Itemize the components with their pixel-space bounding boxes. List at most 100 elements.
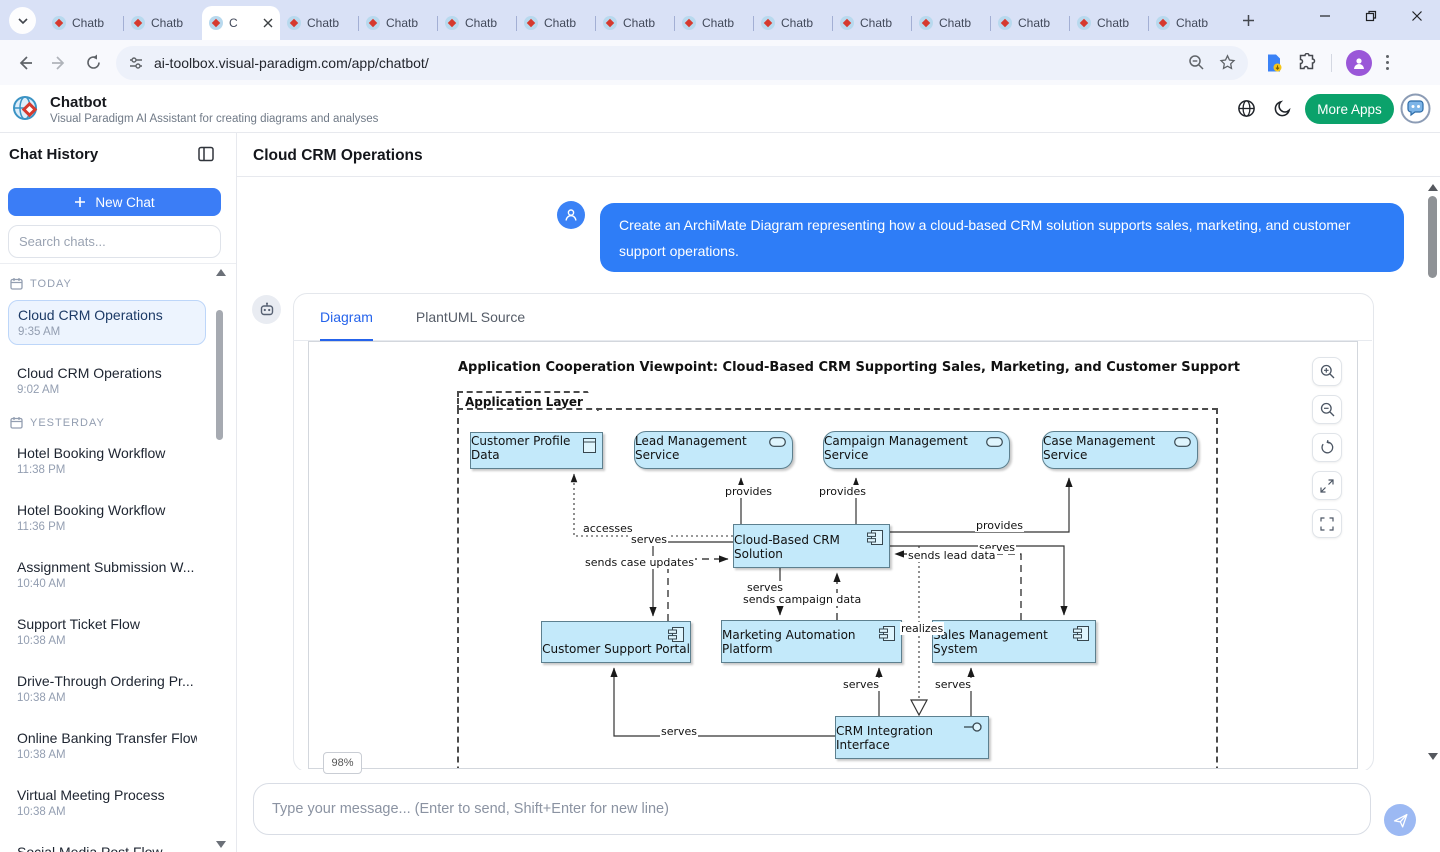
browser-tab[interactable]: Chatb bbox=[280, 6, 358, 40]
site-info-icon[interactable] bbox=[128, 55, 144, 71]
visual-paradigm-favicon bbox=[524, 16, 538, 30]
dark-mode-moon-icon[interactable] bbox=[1274, 99, 1292, 117]
edge-label: sends lead data bbox=[907, 549, 997, 562]
fullscreen-button[interactable] bbox=[1312, 509, 1342, 538]
browser-tab[interactable]: Chatb bbox=[833, 6, 911, 40]
visual-paradigm-favicon bbox=[287, 16, 301, 30]
diagram-node-crm-integration-interface[interactable]: CRM Integration Interface bbox=[835, 716, 989, 759]
chat-history-item[interactable]: Virtual Meeting Process 10:38 AM bbox=[17, 787, 165, 818]
browser-tab[interactable]: Chatb bbox=[438, 6, 516, 40]
tab-separator bbox=[595, 16, 596, 31]
more-apps-button[interactable]: More Apps bbox=[1305, 94, 1394, 124]
address-bar[interactable]: ai-toolbox.visual-paradigm.com/app/chatb… bbox=[116, 45, 1248, 80]
url-text[interactable]: ai-toolbox.visual-paradigm.com/app/chatb… bbox=[154, 54, 429, 71]
collapse-sidebar-icon[interactable] bbox=[198, 146, 214, 162]
main-scroll-down[interactable] bbox=[1428, 753, 1438, 760]
bookmark-star-icon[interactable] bbox=[1219, 54, 1236, 71]
chat-history-item[interactable]: Drive-Through Ordering Pr... 10:38 AM bbox=[17, 673, 194, 704]
chat-history-item[interactable]: Social Media Post Flow bbox=[17, 844, 163, 852]
zoom-page-icon[interactable] bbox=[1188, 54, 1205, 71]
diagram-node-customer-support-portal[interactable]: Customer Support Portal bbox=[541, 621, 691, 663]
browser-tab[interactable]: Chatb bbox=[912, 6, 990, 40]
tab-plantuml-source[interactable]: PlantUML Source bbox=[415, 309, 526, 325]
diagram-zoom-controls bbox=[1312, 357, 1342, 538]
diagram-node-case-management-service[interactable]: Case Management Service bbox=[1042, 431, 1198, 469]
visual-paradigm-favicon bbox=[1077, 16, 1091, 30]
main-scrollbar-thumb[interactable] bbox=[1428, 196, 1437, 278]
extensions-puzzle-icon[interactable] bbox=[1298, 53, 1317, 72]
edge-label: provides bbox=[818, 485, 868, 498]
expand-button[interactable] bbox=[1312, 471, 1342, 500]
chatbot-bubble-icon[interactable] bbox=[1400, 93, 1431, 124]
sidebar-divider bbox=[0, 263, 236, 264]
browser-tab[interactable]: Chatb bbox=[1070, 6, 1148, 40]
tab-separator bbox=[674, 16, 675, 31]
reload-button[interactable] bbox=[76, 46, 110, 80]
visual-paradigm-favicon bbox=[1156, 16, 1170, 30]
user-message-bubble: Create an ArchiMate Diagram representing… bbox=[600, 203, 1404, 272]
chat-history-item[interactable]: Cloud CRM Operations 9:35 AM bbox=[8, 300, 206, 345]
browser-tab[interactable]: Chatb bbox=[124, 6, 202, 40]
zoom-out-button[interactable] bbox=[1312, 395, 1342, 424]
reset-rotate-icon bbox=[1320, 440, 1333, 454]
diagram-node-campaign-management-service[interactable]: Campaign Management Service bbox=[823, 431, 1010, 469]
chat-history-item[interactable]: Assignment Submission W... 10:40 AM bbox=[17, 559, 195, 590]
download-doc-icon[interactable] bbox=[1264, 53, 1284, 73]
language-globe-icon[interactable] bbox=[1237, 99, 1256, 118]
new-tab-button[interactable] bbox=[1235, 7, 1261, 33]
browser-tab[interactable]: Chatb bbox=[675, 6, 753, 40]
forward-icon bbox=[52, 55, 65, 70]
sidebar-scroll-up[interactable] bbox=[216, 269, 226, 276]
send-button[interactable] bbox=[1384, 804, 1416, 836]
chrome-menu-icon[interactable] bbox=[1386, 55, 1389, 70]
message-input[interactable] bbox=[253, 783, 1371, 835]
zoom-reset-button[interactable] bbox=[1312, 433, 1342, 462]
chat-history-item[interactable]: Support Ticket Flow 10:38 AM bbox=[17, 616, 140, 647]
fullscreen-brackets-icon bbox=[1320, 516, 1334, 531]
data-object-icon bbox=[583, 438, 596, 453]
close-window-button[interactable] bbox=[1394, 0, 1440, 32]
search-chats-input[interactable] bbox=[8, 225, 221, 258]
browser-tab[interactable]: Chatb bbox=[754, 6, 832, 40]
plus-icon bbox=[1242, 14, 1254, 26]
chat-history-item[interactable]: Online Banking Transfer Flow 10:38 AM bbox=[17, 730, 197, 761]
sidebar-scroll-down[interactable] bbox=[216, 841, 226, 848]
calendar-icon bbox=[10, 278, 23, 290]
browser-tab[interactable]: Chatb bbox=[1149, 6, 1227, 40]
tab-search-button[interactable] bbox=[9, 7, 36, 34]
sidebar-scrollbar-thumb[interactable] bbox=[216, 310, 223, 440]
diagram-node-customer-profile-data[interactable]: Customer Profile Data bbox=[470, 432, 603, 469]
chat-history-item[interactable]: Cloud CRM Operations 9:02 AM bbox=[17, 365, 162, 396]
visual-paradigm-favicon bbox=[919, 16, 933, 30]
back-button[interactable] bbox=[8, 46, 42, 80]
browser-tab[interactable]: Chatb bbox=[517, 6, 595, 40]
browser-tab[interactable]: Chatb bbox=[359, 6, 437, 40]
browser-tab[interactable]: Chatb bbox=[991, 6, 1069, 40]
browser-tab[interactable]: Chatb bbox=[45, 6, 123, 40]
chat-history-item[interactable]: Hotel Booking Workflow 11:38 PM bbox=[17, 445, 166, 476]
diagram-node-marketing-automation-platform[interactable]: Marketing Automation Platform bbox=[721, 620, 902, 663]
zoom-in-button[interactable] bbox=[1312, 357, 1342, 386]
new-chat-button[interactable]: New Chat bbox=[8, 188, 221, 216]
back-icon bbox=[19, 55, 32, 70]
browser-tab-active[interactable]: C bbox=[202, 6, 280, 40]
minimize-button[interactable] bbox=[1302, 0, 1348, 32]
chat-history-item[interactable]: Hotel Booking Workflow 11:36 PM bbox=[17, 502, 166, 533]
diagram-node-sales-management-system[interactable]: Sales Management System bbox=[932, 620, 1096, 663]
restore-button[interactable] bbox=[1348, 0, 1394, 32]
diagram-viewport[interactable]: Application Cooperation Viewpoint: Cloud… bbox=[308, 341, 1358, 769]
edge-label: serves bbox=[660, 725, 699, 738]
tab-diagram[interactable]: Diagram bbox=[320, 294, 373, 341]
tab-close-icon[interactable] bbox=[263, 18, 273, 28]
main-scroll-up[interactable] bbox=[1428, 184, 1438, 191]
diagram-node-lead-management-service[interactable]: Lead Management Service bbox=[634, 431, 793, 469]
chat-history-sidebar: Chat History New Chat TODAY Cloud CRM Op… bbox=[0, 133, 237, 852]
profile-avatar[interactable] bbox=[1346, 49, 1372, 76]
application-component-icon bbox=[1073, 626, 1089, 641]
browser-tab[interactable]: Chatb bbox=[596, 6, 674, 40]
diagram-title: Application Cooperation Viewpoint: Cloud… bbox=[458, 360, 1240, 375]
tab-separator bbox=[358, 16, 359, 31]
forward-button[interactable] bbox=[42, 46, 76, 80]
diagram-node-cloud-based-crm-solution[interactable]: Cloud-Based CRM Solution bbox=[733, 524, 890, 568]
diagram-zoom-level-badge: 98% bbox=[323, 752, 362, 774]
